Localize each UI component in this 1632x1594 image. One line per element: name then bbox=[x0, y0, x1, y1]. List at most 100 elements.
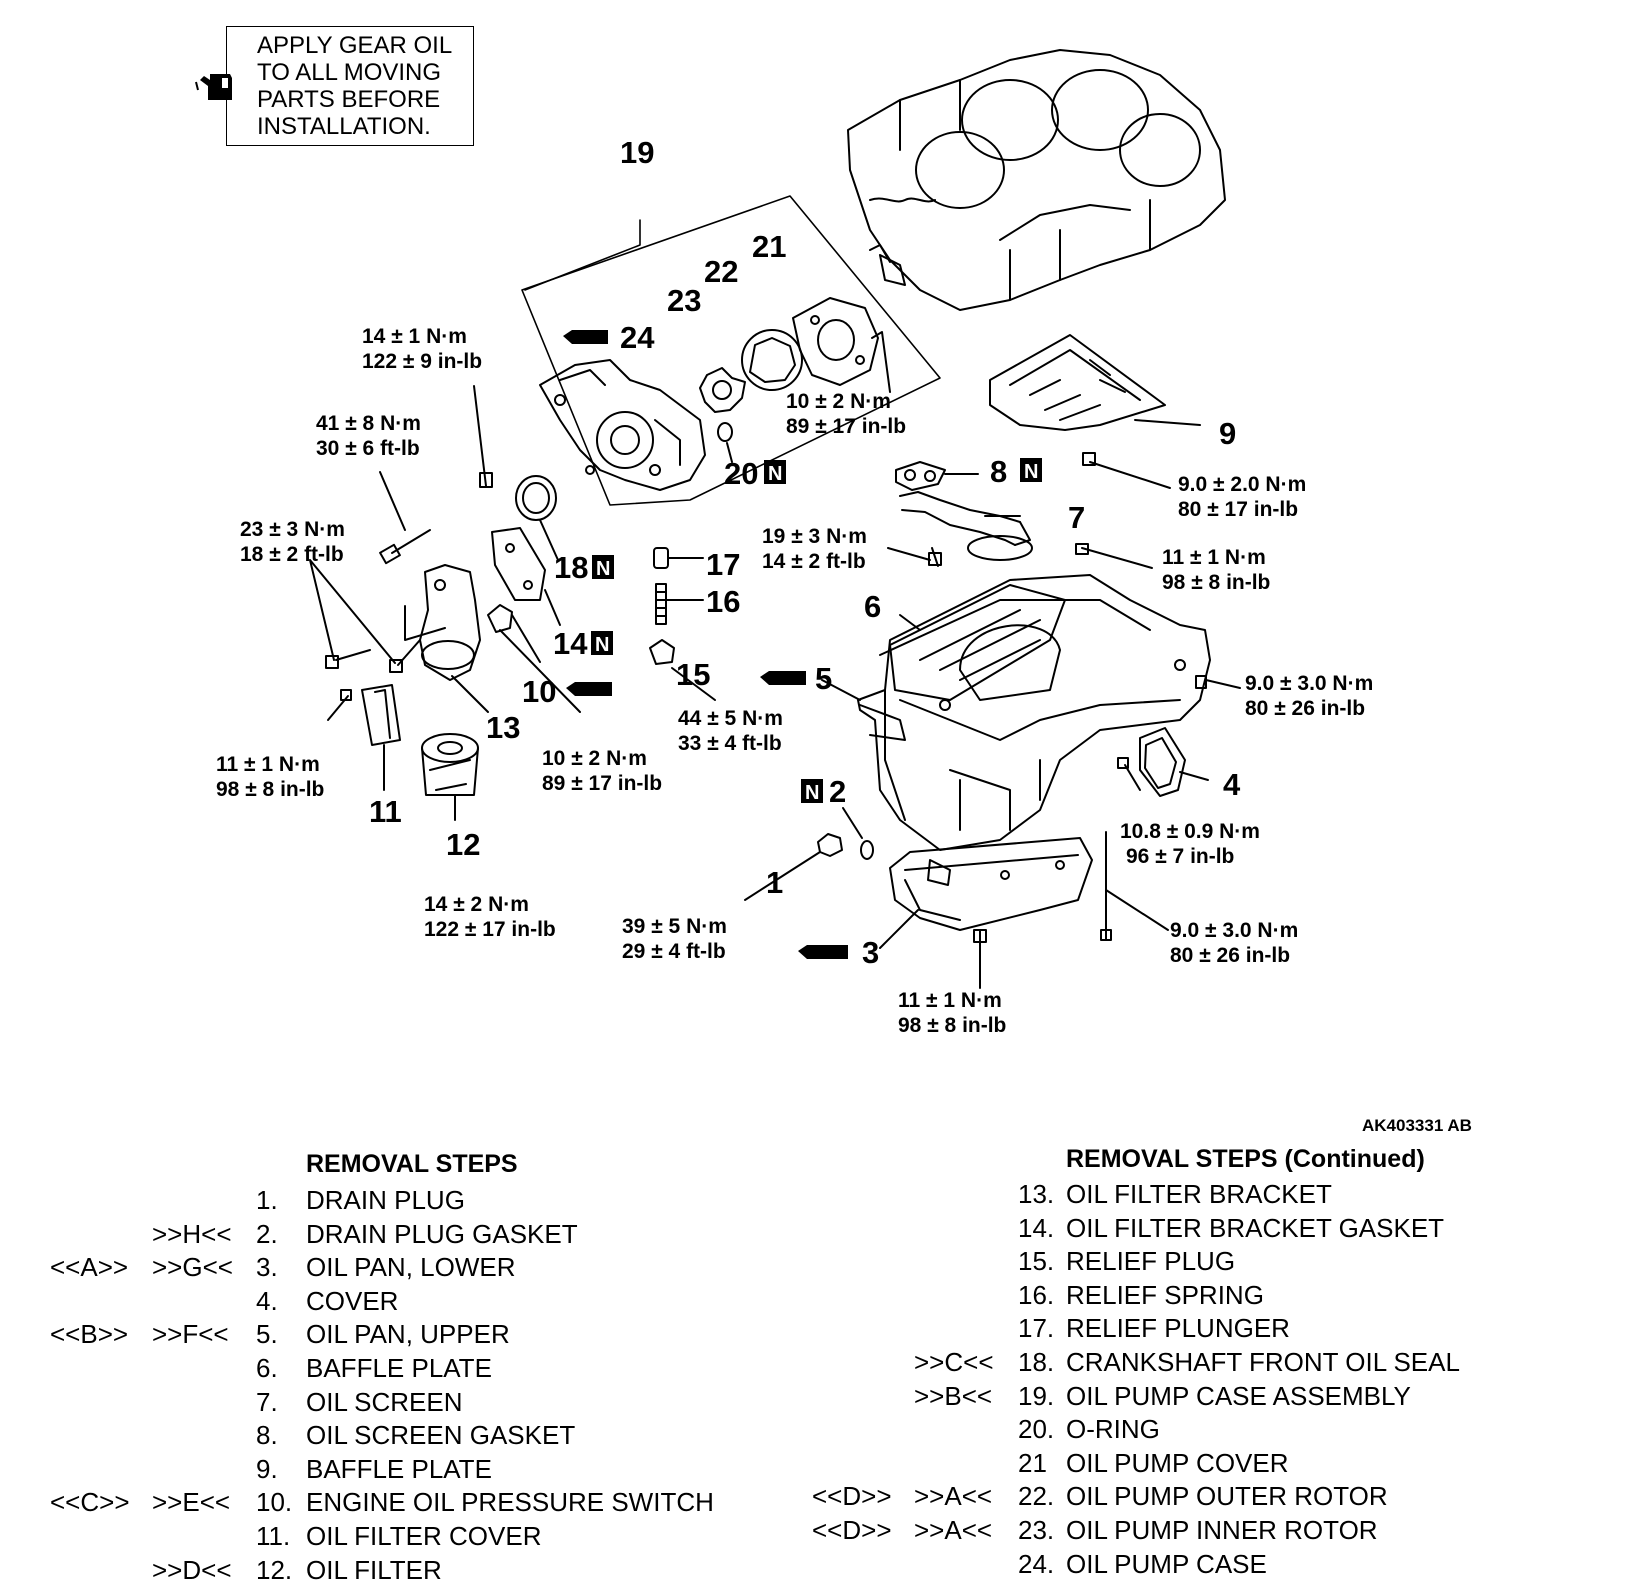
step-number: 5. bbox=[256, 1319, 278, 1350]
step-number: 23. bbox=[1018, 1515, 1055, 1545]
bracket-bolt-23nm bbox=[309, 559, 446, 673]
step-name: OIL FILTER COVER bbox=[306, 1521, 542, 1551]
step-number: 3. bbox=[256, 1252, 278, 1283]
step-name: DRAIN PLUG GASKET bbox=[306, 1218, 578, 1249]
oil-pan-lower-3 bbox=[879, 837, 1093, 949]
baffle-plate-6 bbox=[889, 584, 1066, 701]
step-mark-removal: <<A>> bbox=[50, 1252, 129, 1283]
step-number: 18. bbox=[1018, 1347, 1055, 1377]
step-mark-removal: <<D>> bbox=[812, 1515, 892, 1545]
step-name: RELIEF PLUG bbox=[1066, 1246, 1236, 1277]
torque-cover4-1: 10.8 ± 0.9 N·m bbox=[1120, 820, 1260, 843]
oil-screen-7 bbox=[899, 491, 1033, 561]
step-name: RELIEF SPRING bbox=[1066, 1279, 1264, 1310]
step-row: 8.OIL SCREEN GASKET bbox=[0, 1419, 1632, 1452]
step-name: OIL FILTER BRACKET GASKET bbox=[1066, 1212, 1445, 1243]
oil-filter-cover-11 bbox=[361, 684, 401, 791]
step-mark-removal: <<B>> bbox=[50, 1319, 129, 1350]
step-name: OIL FILTER BRACKET bbox=[1066, 1179, 1332, 1209]
front-oil-seal-18 bbox=[515, 475, 559, 561]
step-mark-install: >>F<< bbox=[152, 1319, 229, 1350]
step-mark-install: >>E<< bbox=[152, 1487, 231, 1518]
step-mark-install: >>B<< bbox=[914, 1380, 993, 1411]
note-line-4: INSTALLATION. bbox=[257, 113, 431, 140]
torque-cover-screw-2: 89 ± 17 in-lb bbox=[786, 415, 906, 438]
step-row: >>C<< 18. CRANKSHAFT FRONT OIL SEAL bbox=[0, 1346, 1632, 1379]
bracket-gasket-14 bbox=[491, 527, 561, 626]
callout-15: 15 bbox=[676, 657, 710, 692]
torque-baffle-2: 80 ± 17 in-lb bbox=[1178, 498, 1298, 521]
callout-10: 10 bbox=[522, 674, 556, 709]
callout-19: 19 bbox=[620, 135, 654, 170]
torque-drain-2: 29 ± 4 ft-lb bbox=[622, 940, 726, 963]
oil-filter-12 bbox=[421, 733, 479, 821]
step-name: OIL PUMP CASE bbox=[1066, 1548, 1267, 1579]
step-mark-install: >>C<< bbox=[914, 1347, 994, 1377]
torque-filter-cover-1: 11 ± 1 N·m bbox=[216, 753, 320, 776]
torque-switch-1: 10 ± 2 N·m bbox=[542, 747, 647, 770]
step-name: OIL SCREEN GASKET bbox=[306, 1420, 576, 1451]
svg-text:N: N bbox=[596, 558, 610, 580]
step-number: 6. bbox=[256, 1353, 278, 1383]
step-name: RELIEF PLUNGER bbox=[1066, 1313, 1290, 1344]
step-row: <<C>>>>E<<10.ENGINE OIL PRESSURE SWITCH bbox=[0, 1486, 1632, 1519]
torque-bracket-small-1: 23 ± 3 N·m bbox=[240, 518, 345, 541]
oil-can-icon bbox=[195, 74, 232, 100]
new-part-markers: N N N N N bbox=[591, 458, 1042, 804]
screen-nut-leader bbox=[1081, 547, 1153, 569]
torque-upper-pan-2: 80 ± 26 in-lb bbox=[1245, 697, 1365, 720]
callout-13: 13 bbox=[486, 710, 520, 745]
torque-bracket-bolt-1: 41 ± 8 N·m bbox=[316, 412, 421, 435]
torque-cover4-2: 96 ± 7 in-lb bbox=[1126, 845, 1234, 868]
step-row: <<D>>>>A<<23.OIL PUMP INNER ROTOR bbox=[0, 1514, 1632, 1547]
torque-drain-1: 39 ± 5 N·m bbox=[622, 915, 727, 938]
step-row: >>H<< 2. DRAIN PLUG GASKET bbox=[0, 1218, 1632, 1251]
removal-steps-title: REMOVAL STEPS bbox=[306, 1150, 518, 1178]
step-mark-install: >>H<< bbox=[152, 1218, 232, 1249]
oil-pump-case-24 bbox=[539, 359, 706, 491]
callout-23: 23 bbox=[667, 283, 701, 318]
step-number: 21 bbox=[1018, 1447, 1047, 1478]
inner-rotor-23 bbox=[699, 367, 746, 413]
torque-screen-nut-1: 11 ± 1 N·m bbox=[1162, 546, 1266, 569]
callout-4: 4 bbox=[1223, 767, 1241, 802]
step-number: 15. bbox=[1018, 1246, 1055, 1277]
step-mark-removal: <<D>> bbox=[812, 1481, 892, 1512]
exploded-view-diagram: 19 21 22 23 24 20 18 17 16 15 14 13 12 1… bbox=[216, 49, 1373, 1037]
step-number: 20. bbox=[1018, 1414, 1055, 1445]
step-number: 7. bbox=[256, 1386, 278, 1417]
step-name: BAFFLE PLATE bbox=[306, 1453, 492, 1484]
callout-8: 8 bbox=[990, 454, 1007, 489]
step-row: <<D>>>>A<<22.OIL PUMP OUTER ROTOR bbox=[0, 1480, 1632, 1513]
callout-5: 5 bbox=[815, 661, 832, 696]
screen-bolt bbox=[887, 547, 942, 567]
step-number: 12. bbox=[256, 1554, 293, 1585]
torque-upper-pan-1: 9.0 ± 3.0 N·m bbox=[1245, 672, 1373, 695]
step-name: OIL SCREEN bbox=[306, 1386, 463, 1417]
torque-long-bolt-2: 80 ± 26 in-lb bbox=[1170, 944, 1290, 967]
pump-bolt bbox=[473, 385, 493, 488]
step-row: 17.RELIEF PLUNGER bbox=[0, 1312, 1632, 1345]
upper-pan-bolt-leader bbox=[1205, 679, 1241, 689]
step-row: 7. OIL SCREEN bbox=[0, 1386, 1632, 1419]
step-mark-install: >>G<< bbox=[152, 1252, 233, 1283]
step-number: 2. bbox=[256, 1218, 278, 1249]
step-name: OIL PUMP OUTER ROTOR bbox=[1066, 1481, 1388, 1512]
callout-17: 17 bbox=[706, 547, 740, 582]
step-mark-install: >>A<< bbox=[914, 1515, 993, 1545]
callout-20: 20 bbox=[724, 456, 758, 491]
torque-filter-2: 122 ± 17 in-lb bbox=[424, 918, 556, 941]
step-name: OIL FILTER bbox=[306, 1554, 442, 1585]
bracket-bolt-41nm bbox=[379, 471, 431, 565]
step-number: 13. bbox=[1018, 1179, 1055, 1209]
callout-24: 24 bbox=[620, 320, 655, 355]
step-name: CRANKSHAFT FRONT OIL SEAL bbox=[1066, 1347, 1460, 1377]
torque-baffle-1: 9.0 ± 2.0 N·m bbox=[1178, 473, 1306, 496]
oil-filter-bracket-13 bbox=[419, 564, 489, 713]
step-number: 10. bbox=[256, 1487, 293, 1518]
step-row: 6.BAFFLE PLATE bbox=[0, 1352, 1632, 1385]
oil-pump-assembly-outline bbox=[521, 195, 941, 506]
step-number: 14. bbox=[1018, 1212, 1055, 1243]
step-row: <<A>>>>G<<3.OIL PAN, LOWER bbox=[0, 1251, 1632, 1284]
